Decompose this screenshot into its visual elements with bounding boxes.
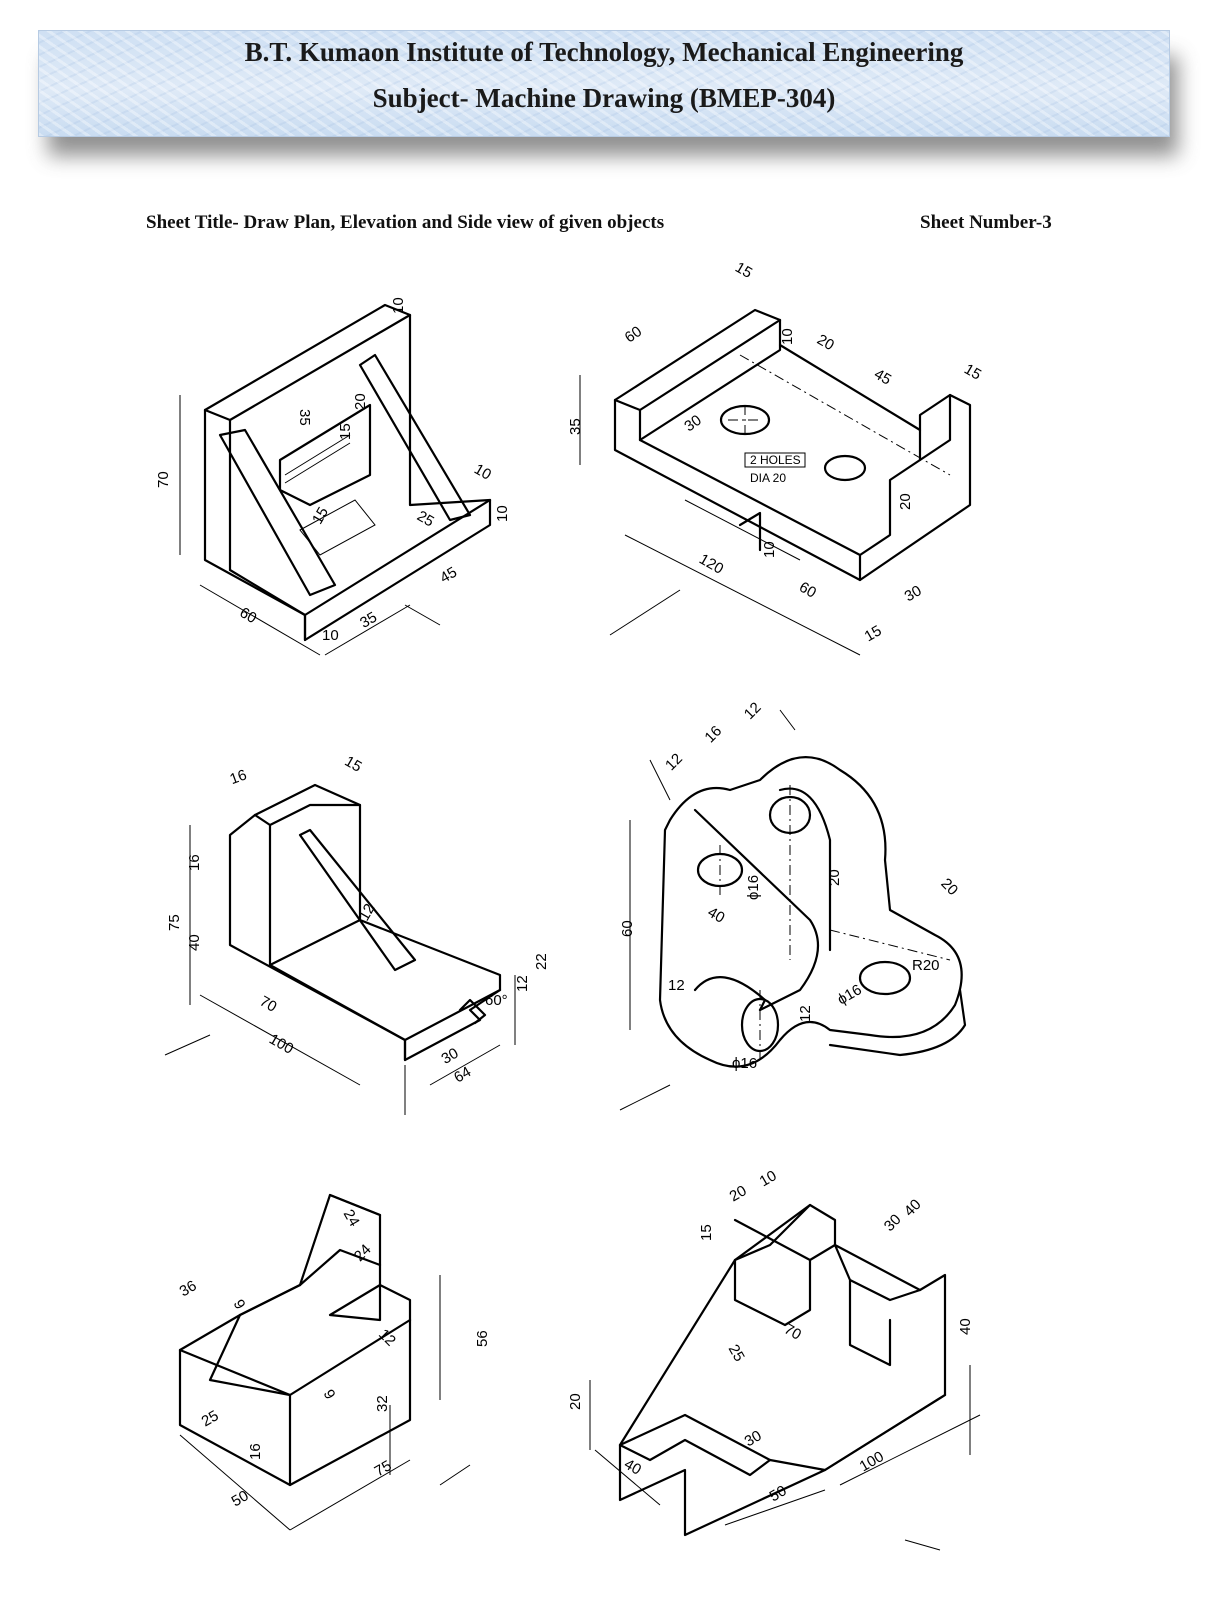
fig1-dims: 70 60 10 35 45 10 10 10 35 20 15 15 25 [155,297,511,644]
svg-text:20: 20 [567,1393,584,1410]
svg-text:20: 20 [897,493,914,510]
figure-l-block: 16 15 16 75 40 12 70 100 30 64 12 22 60° [160,745,580,1125]
title-banner: B.T. Kumaon Institute of Technology, Mec… [38,30,1170,137]
svg-text:32: 32 [374,1395,391,1412]
svg-text:12: 12 [668,977,685,994]
svg-text:45: 45 [871,366,894,389]
svg-text:30: 30 [742,1427,765,1450]
svg-text:10: 10 [761,541,778,558]
svg-text:12: 12 [741,699,765,723]
svg-text:16: 16 [247,1443,264,1460]
svg-text:30: 30 [439,1045,462,1068]
svg-text:25: 25 [199,1407,222,1430]
svg-text:ϕ16: ϕ16 [732,1055,757,1072]
svg-text:75: 75 [372,1457,395,1480]
svg-text:70: 70 [781,1321,804,1344]
svg-text:9: 9 [320,1387,339,1403]
svg-text:15: 15 [342,753,365,776]
svg-text:30: 30 [902,582,925,605]
institute-title: B.T. Kumaon Institute of Technology, Mec… [244,37,964,67]
svg-text:60: 60 [619,920,636,937]
svg-text:22: 22 [533,953,550,970]
svg-text:15: 15 [862,622,885,645]
figure-angle-bracket: 70 60 10 35 45 10 10 10 35 20 15 15 25 [150,285,530,685]
svg-text:12: 12 [797,1005,814,1022]
svg-text:15: 15 [732,259,755,282]
fig6-dims: 20 10 15 40 30 70 40 25 30 20 40 50 100 [567,1167,974,1505]
svg-text:10: 10 [757,1167,780,1190]
svg-text:10: 10 [390,297,407,314]
holes-note-line2: DIA 20 [750,471,786,485]
svg-text:16: 16 [701,722,725,746]
svg-text:64: 64 [451,1063,474,1086]
svg-text:70: 70 [155,471,172,488]
svg-text:15: 15 [309,504,332,527]
svg-text:12: 12 [356,901,379,924]
figure-stepped-block: 2 HOLES DIA 20 60 15 10 20 45 15 35 30 1… [560,255,1020,675]
svg-text:45: 45 [437,564,460,587]
svg-text:10: 10 [494,505,511,522]
svg-text:30: 30 [681,412,704,435]
svg-text:15: 15 [337,423,354,440]
svg-text:100: 100 [857,1448,887,1475]
svg-text:ϕ16: ϕ16 [745,875,762,900]
svg-text:ϕ16: ϕ16 [834,981,864,1008]
holes-note-line1: 2 HOLES [750,453,801,467]
svg-text:60: 60 [622,323,645,346]
svg-text:40: 40 [705,904,728,927]
svg-text:35: 35 [567,418,584,435]
svg-text:15: 15 [961,361,984,384]
figure-curved-lever: 12 16 12 60 40 ϕ16 20 20 R20 ϕ16 12 ϕ16 … [600,690,1020,1130]
svg-text:60: 60 [237,604,260,627]
svg-text:9: 9 [230,1297,249,1313]
fig3-dims: 16 15 16 75 40 12 70 100 30 64 12 22 60° [166,753,550,1087]
svg-text:12: 12 [662,750,686,774]
svg-text:20: 20 [814,331,837,354]
svg-text:R20: R20 [912,957,940,974]
sheet-title: Sheet Title- Draw Plan, Elevation and Si… [146,212,665,233]
svg-text:50: 50 [767,1482,790,1505]
svg-text:20: 20 [352,393,369,410]
svg-text:10: 10 [779,328,796,345]
figure-stepped-block-2: 24 24 36 9 9 12 56 32 25 16 50 75 [140,1185,520,1575]
svg-text:10: 10 [471,461,494,484]
svg-text:25: 25 [725,1342,748,1365]
svg-text:35: 35 [357,609,380,632]
svg-text:20: 20 [937,875,961,899]
sheet-number: Sheet Number-3 [920,212,1052,233]
svg-text:16: 16 [186,854,203,871]
svg-text:50: 50 [229,1487,252,1510]
subject-title: Subject- Machine Drawing (BMEP-304) [372,83,836,113]
svg-text:25: 25 [414,507,437,530]
figure-sloped-block: 20 10 15 40 30 70 40 25 30 20 40 50 100 [560,1167,1000,1580]
svg-text:35: 35 [296,409,313,426]
svg-text:36: 36 [177,1277,200,1300]
svg-text:20: 20 [826,869,843,886]
svg-text:40: 40 [621,1456,644,1479]
svg-text:70: 70 [257,993,280,1016]
svg-text:60°: 60° [485,992,508,1009]
svg-text:20: 20 [727,1182,750,1205]
svg-text:40: 40 [186,934,203,951]
svg-text:56: 56 [474,1330,491,1347]
svg-text:60: 60 [796,579,819,602]
svg-text:24: 24 [340,1207,363,1230]
svg-text:40: 40 [957,1318,974,1335]
svg-text:16: 16 [228,766,249,788]
svg-text:15: 15 [698,1224,715,1241]
fig5-dims: 24 24 36 9 9 12 56 32 25 16 50 75 [177,1207,491,1511]
svg-text:30: 30 [881,1211,905,1235]
svg-text:10: 10 [322,627,339,644]
svg-text:75: 75 [166,914,183,931]
svg-text:40: 40 [901,1196,925,1220]
svg-text:12: 12 [514,975,531,992]
